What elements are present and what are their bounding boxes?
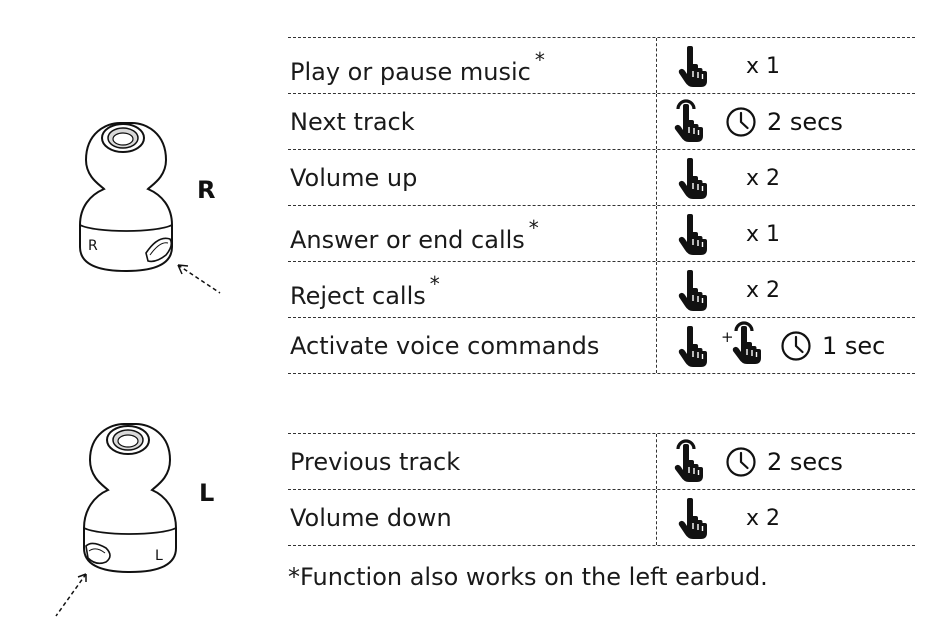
left-earbud-controls-table: Previous track 2 secs Volume down x 2 [288, 433, 915, 546]
right-earbud-label: R [197, 176, 216, 204]
clock-icon [780, 330, 812, 362]
earbud-left-illustration: L [50, 420, 190, 625]
table-row: Play or pause music* x 1 [288, 38, 915, 94]
hold-hand-icon [731, 320, 767, 364]
gesture-cell: x 1 [673, 206, 913, 262]
gesture-cell: x 2 [673, 490, 913, 546]
table-row: Previous track 2 secs [288, 434, 915, 490]
tap-count: x 1 [746, 222, 781, 247]
table-row: Activate voice commands + 1 sec [288, 318, 915, 374]
gesture-cell: x 2 [673, 150, 913, 206]
clock-icon [725, 446, 757, 478]
earbud-right-illustration: R [76, 115, 226, 300]
tap-hand-icon [677, 44, 713, 88]
tap-hand-icon [677, 268, 713, 312]
row-label: Next track [290, 108, 415, 136]
row-label: Reject calls* [290, 272, 440, 310]
table-row: Volume down x 2 [288, 490, 915, 546]
gesture-cell: x 2 [673, 262, 913, 318]
gesture-cell: 2 secs [673, 94, 913, 150]
hold-duration: 2 secs [767, 448, 843, 476]
hold-hand-icon [673, 98, 709, 142]
gesture-cell: x 1 [673, 38, 913, 94]
table-row: Answer or end calls* x 1 [288, 206, 915, 262]
footnote: *Function also works on the left earbud. [288, 563, 768, 591]
table-row: Volume up x 2 [288, 150, 915, 206]
tap-count: x 2 [746, 166, 781, 191]
gesture-cell: 2 secs [673, 434, 913, 490]
table-row: Reject calls* x 2 [288, 262, 915, 318]
right-earbud-controls-table: Play or pause music* x 1 Next track 2 se… [288, 37, 915, 374]
plus-sign: + [721, 328, 734, 346]
tap-hand-icon [677, 496, 713, 540]
row-label: Answer or end calls* [290, 216, 539, 254]
tap-count: x 2 [746, 278, 781, 303]
earbud-left-body-mark: L [155, 548, 163, 564]
earbud-right-body-mark: R [88, 238, 98, 254]
tap-hand-icon [677, 324, 713, 368]
clock-icon [725, 106, 757, 138]
hold-duration: 2 secs [767, 108, 843, 136]
tap-count: x 2 [746, 506, 781, 531]
row-label: Volume up [290, 164, 418, 192]
table-row: Next track 2 secs [288, 94, 915, 150]
tap-count: x 1 [746, 54, 781, 79]
tap-hand-icon [677, 212, 713, 256]
left-earbud-label: L [199, 479, 215, 507]
tap-hand-icon [677, 156, 713, 200]
row-label: Volume down [290, 504, 452, 532]
hold-duration: 1 sec [822, 332, 886, 360]
row-label: Previous track [290, 448, 461, 476]
hold-hand-icon [673, 438, 709, 482]
row-label: Play or pause music* [290, 48, 545, 86]
row-label: Activate voice commands [290, 332, 600, 360]
gesture-cell: + 1 sec [673, 318, 913, 374]
